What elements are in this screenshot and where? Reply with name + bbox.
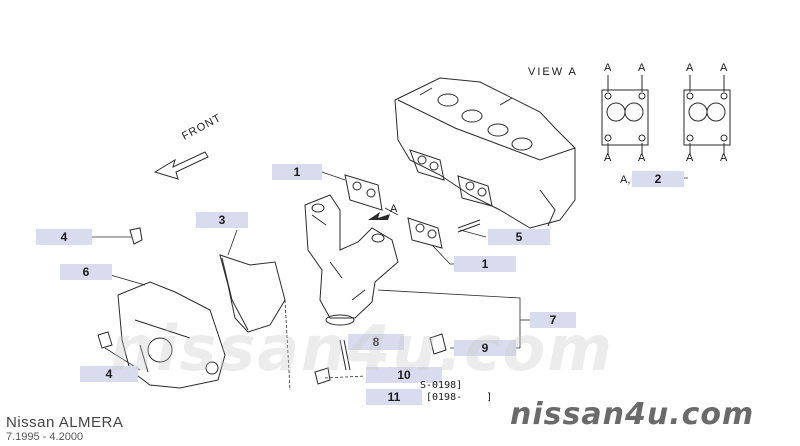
flange-letter: A (686, 62, 694, 74)
bolts (97, 219, 481, 385)
view-a-flanges (601, 75, 731, 155)
view-a-arrow-icon (368, 212, 390, 220)
part-label-8[interactable]: 8 (348, 334, 404, 350)
heat-shield-outer (117, 281, 226, 389)
part-label-2[interactable]: 2 (632, 171, 684, 187)
part-label-3[interactable]: 3 (196, 212, 248, 228)
part-label-9[interactable]: 9 (454, 340, 516, 356)
part-label-6[interactable]: 6 (60, 264, 112, 280)
part-label-10[interactable]: 10 (366, 367, 442, 383)
flange-letter: A (638, 152, 646, 164)
date-code-2: [0198- ] (426, 392, 493, 403)
view-a-label: VIEW A (528, 66, 578, 78)
date-code-1: S-0198] (420, 380, 463, 391)
model-name: Nissan ALMERA (6, 414, 124, 431)
head-gaskets (407, 149, 493, 249)
flange-letter: A (638, 62, 646, 74)
exhaust-manifold (304, 194, 399, 326)
part-label-5[interactable]: 5 (488, 229, 550, 245)
part-label-4[interactable]: 4 (80, 366, 138, 382)
part-label-7[interactable]: 7 (530, 312, 576, 328)
gasket-part-1 (344, 174, 383, 211)
production-dates: 7.1995 - 4.2000 (6, 431, 84, 443)
flange-letter: A (604, 62, 612, 74)
flange-letter: A (720, 62, 728, 74)
flange-letter: A (686, 152, 694, 164)
view-ref-label: A, (620, 174, 631, 186)
heat-shield-inner (219, 254, 286, 333)
flange-letter: A (720, 152, 728, 164)
watermark-small: nissan4u.com (510, 397, 755, 432)
engine-block (394, 77, 576, 229)
part-label-1[interactable]: 1 (454, 256, 516, 272)
front-arrow-icon (153, 151, 209, 180)
part-label-1[interactable]: 1 (272, 164, 322, 180)
watermark-large: nissan4u.com (110, 312, 614, 385)
part-label-4[interactable]: 4 (36, 229, 92, 245)
view-a-marker: A (390, 203, 398, 215)
part-label-11[interactable]: 11 (366, 389, 422, 405)
flange-letter: A (604, 152, 612, 164)
